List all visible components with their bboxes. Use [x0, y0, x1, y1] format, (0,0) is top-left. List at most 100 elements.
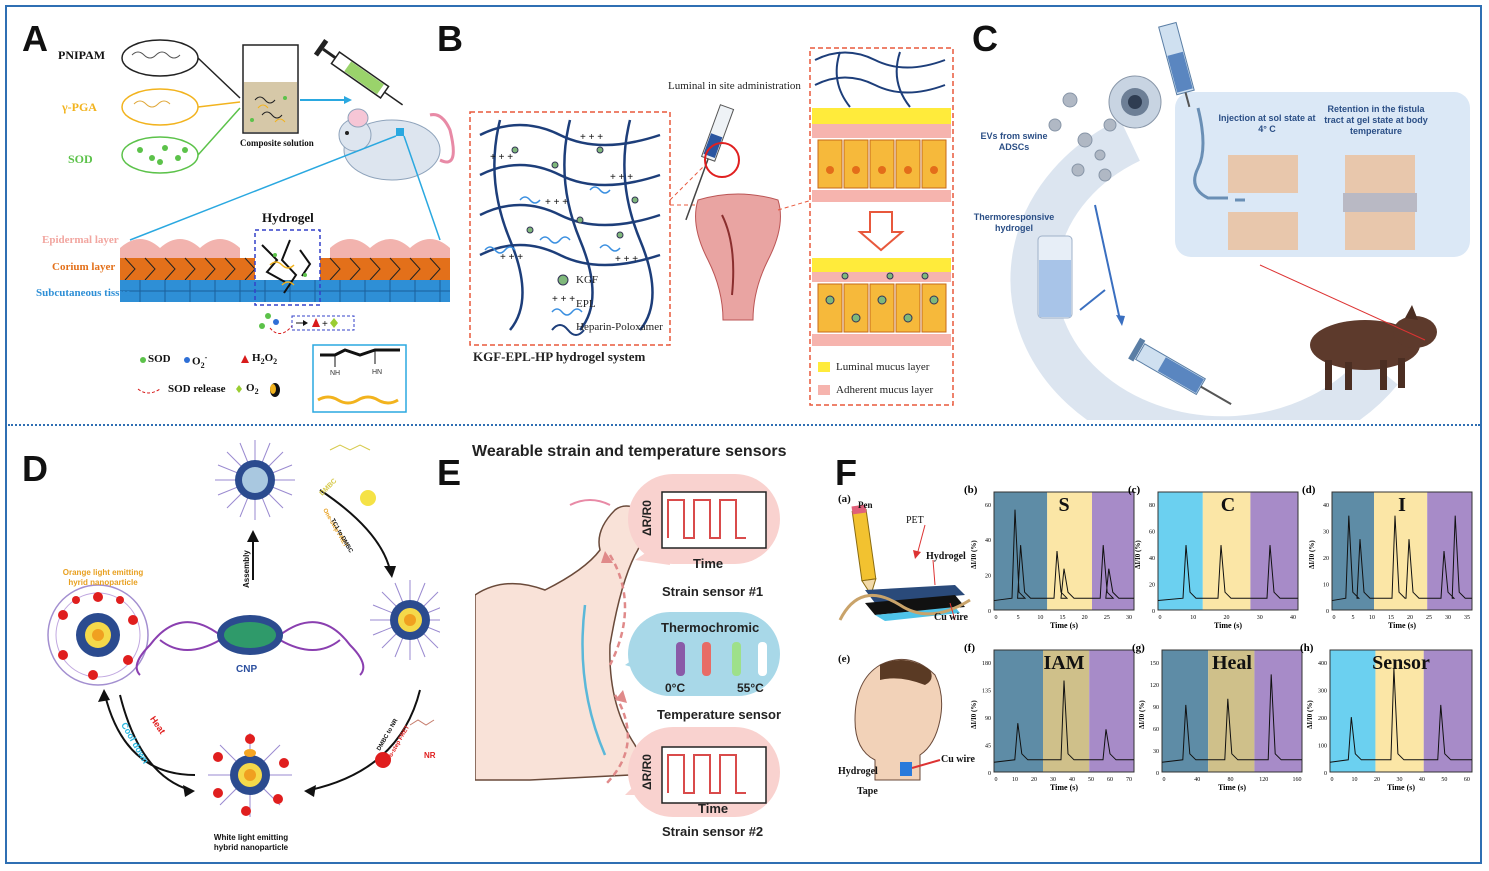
f-chart-xtick: 15	[1060, 615, 1066, 621]
f-chart-xtick: 25	[1104, 615, 1110, 621]
b-legend-hp: Heparin-Poloxamer	[576, 321, 663, 333]
f-chart-band	[1375, 650, 1424, 772]
e-strain1-ylabel: ΔR/R0	[640, 500, 654, 536]
f-chart-xtick: 30	[1445, 615, 1451, 621]
f-chart-frame	[993, 491, 1135, 611]
e-strain2-xlabel: Time	[698, 801, 729, 816]
composite-label: Composite solution	[240, 138, 314, 148]
f-chart-letter: S	[1058, 494, 1070, 516]
e-strain2-chart	[661, 746, 767, 804]
e-title: Wearable strain and temperature sensors	[472, 443, 787, 460]
f-chart-ytick: 20	[985, 574, 991, 580]
f-chart-xtick: 0	[1331, 777, 1334, 783]
f-chart-band	[1092, 492, 1134, 610]
f-chart-xtick: 10	[1369, 615, 1375, 621]
panel-label-e: E	[437, 452, 462, 493]
e-thermo-title: Thermochromic	[661, 620, 760, 635]
c-retention-label: Retention in the fistula tract at gel st…	[1324, 104, 1428, 136]
f-chart-frame	[993, 649, 1135, 773]
material-pnipam: PNIPAM	[58, 48, 106, 62]
f-chart-xlabel: Time (s)	[1214, 621, 1242, 630]
f-chart-xtick: 25	[1426, 615, 1432, 621]
f-chart-ytick: 200	[1318, 716, 1327, 722]
panel-b-illustration: + + ++ + ++ + ++ + ++ + ++ + + + + +	[469, 47, 954, 406]
svg-text:+ + +: + + +	[552, 294, 575, 305]
f-chart-xtick: 40	[1419, 777, 1425, 783]
material-pga: γ-PGA	[62, 100, 97, 114]
f-hydrogel-label: Hydrogel	[926, 551, 966, 562]
f-chart-ylabel: ΔI/I0 (%)	[1138, 700, 1146, 729]
f-chart-letter: I	[1398, 494, 1406, 516]
f-chart-band	[1158, 492, 1203, 610]
f-chart-id: (h)	[1300, 642, 1314, 654]
d-cnp-label: CNP	[236, 664, 258, 675]
f-chart-xtick: 0	[995, 777, 998, 783]
f-chart-band	[1202, 492, 1251, 610]
f-chart-ylabel: ΔI/I0 (%)	[1134, 540, 1142, 569]
f-cuwire-label: Cu wire	[934, 612, 968, 623]
f-chart-ytick: 120	[1150, 683, 1159, 689]
f-chart-ytick: 400	[1318, 661, 1327, 667]
f-hydrogel2-label: Hydrogel	[838, 766, 878, 777]
f-chart-trace	[1161, 674, 1302, 763]
f-chart-band	[994, 650, 1043, 772]
f-chart-xtick: 80	[1228, 777, 1234, 783]
e-strain1-xlabel: Time	[693, 556, 724, 571]
panel-label-a: A	[22, 18, 48, 59]
f-chart-ytick: 40	[1323, 503, 1329, 509]
f-chart-band	[1330, 650, 1376, 772]
f-chart-xtick: 50	[1088, 777, 1094, 783]
panel-divider	[8, 424, 1480, 426]
legend-o2: O2	[246, 382, 259, 397]
f-chart-ytick: 180	[982, 661, 991, 667]
f-chart-ytick: 60	[1149, 529, 1155, 535]
e-strain1-chart	[661, 491, 767, 549]
f-chart-xtick: 70	[1126, 777, 1132, 783]
f-chart-band	[1423, 650, 1472, 772]
d-assembly-label: Assembly	[242, 550, 251, 588]
f-pen-device	[838, 504, 971, 621]
f-chart-xtick: 40	[1069, 777, 1075, 783]
f-chart-id: (b)	[964, 484, 978, 496]
f-chart-ytick: 100	[1318, 744, 1327, 750]
e-strain2-label: Strain sensor #2	[662, 824, 764, 839]
f-chart-xtick: 30	[1050, 777, 1056, 783]
f-chart-ylabel: ΔI/I0 (%)	[1308, 540, 1316, 569]
f-chart-ytick: 10	[1323, 582, 1329, 588]
f-chart-xtick: 10	[1351, 777, 1357, 783]
f-chart-id: (d)	[1302, 484, 1316, 496]
f-chart-ytick: 45	[985, 744, 991, 750]
panel-label-c: C	[972, 18, 998, 59]
e-strain2-ylabel: ΔR/R0	[640, 754, 654, 790]
f-chart-ylabel: ΔI/I0 (%)	[970, 540, 978, 569]
f-chart-ytick: 135	[982, 689, 991, 695]
c-evs-label: EVs from swine ADSCs	[980, 131, 1048, 152]
f-chart-ylabel: ΔI/I0 (%)	[1306, 700, 1314, 729]
b-legend-epl: EPL	[576, 298, 596, 310]
f-chart-band	[1254, 650, 1302, 772]
f-chart-xlabel: Time (s)	[1050, 621, 1078, 630]
f-chart-xtick: 0	[1163, 777, 1166, 783]
f-chart-xtick: 20	[1224, 615, 1230, 621]
f-chart-xtick: 160	[1293, 777, 1302, 783]
f-chart-xtick: 30	[1396, 777, 1402, 783]
f-chart-ytick: 0	[1326, 609, 1329, 615]
f-chart-frame	[1161, 649, 1303, 773]
f-chart-xtick: 20	[1082, 615, 1088, 621]
panel-label-d: D	[22, 448, 48, 489]
f-chart-ytick: 150	[1150, 661, 1159, 667]
f-pet-label: PET	[906, 515, 924, 526]
e-thermo-high: 55°C	[737, 681, 764, 695]
legend-superoxide: O2-	[192, 353, 208, 370]
f-chart-xlabel: Time (s)	[1387, 783, 1415, 792]
b-luminal-label: Luminal mucus layer	[836, 361, 930, 373]
f-chart-letter: Sensor	[1372, 652, 1430, 674]
f-chart-xtick: 10	[1190, 615, 1196, 621]
svg-text:+ + +: + + +	[610, 172, 633, 183]
f-chart-xtick: 40	[1290, 615, 1296, 621]
f-chart-ytick: 0	[988, 771, 991, 777]
f-chart-xlabel: Time (s)	[1050, 783, 1078, 792]
f-chart-xtick: 120	[1259, 777, 1268, 783]
